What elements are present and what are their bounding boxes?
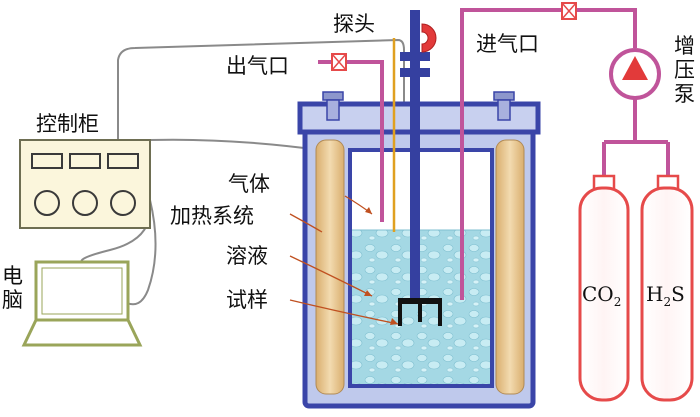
label-booster-pump: 增压泵: [674, 34, 695, 107]
label-gas: 气体: [228, 172, 270, 196]
computer-cable-2: [124, 199, 157, 306]
booster-pump: [609, 48, 661, 100]
label-co2: CO2: [582, 284, 621, 308]
computer-laptop: [21, 260, 143, 347]
label-computer: 电脑: [2, 264, 23, 313]
h2s-cylinder: [640, 174, 694, 402]
leader-heating: [289, 213, 323, 233]
outlet-valve: [331, 53, 347, 71]
label-inlet: 进气口: [476, 32, 539, 56]
heater-left: [315, 139, 345, 395]
stirrer-shaft: [410, 10, 420, 300]
lid-bolt-right: [493, 91, 515, 121]
h2s-text: H: [646, 282, 664, 306]
inlet-valve: [561, 2, 577, 20]
specimen-holder: [398, 298, 442, 326]
heater-cable: [149, 138, 321, 151]
heater-right: [495, 139, 525, 395]
label-solution: 溶液: [226, 244, 268, 268]
pump-manifold: [602, 98, 670, 184]
motor-magnet: [421, 23, 437, 53]
lid-bolt-left: [322, 91, 344, 121]
co2-cylinder: [578, 174, 630, 402]
label-outlet: 出气口: [226, 54, 289, 78]
probe-cable: [117, 38, 405, 232]
leader-solution: [289, 255, 373, 297]
inlet-pipe: [460, 8, 637, 300]
co2-subscript: 2: [613, 295, 622, 309]
label-control-cabinet: 控制柜: [36, 112, 99, 136]
label-h2s: H2S: [646, 284, 685, 308]
h2s-tail: S: [671, 282, 685, 306]
control-cabinet: [19, 139, 151, 229]
shaft-collar-low: [400, 68, 430, 77]
leader-specimen: [289, 299, 399, 325]
label-heating-system: 加热系统: [170, 204, 254, 228]
h2s-subscript: 2: [663, 295, 672, 309]
label-probe: 探头: [333, 12, 375, 36]
shaft-collar-top: [400, 52, 430, 61]
label-specimen: 试样: [226, 288, 268, 312]
co2-text: CO: [582, 282, 614, 306]
